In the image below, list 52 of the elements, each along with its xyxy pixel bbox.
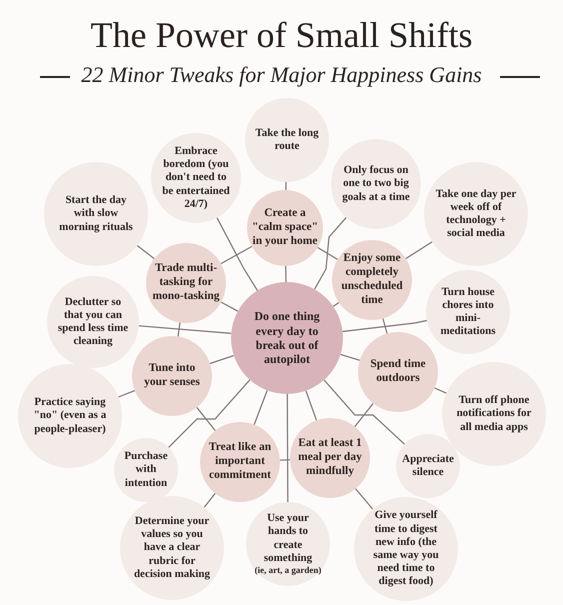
idea-text: Turn off phone notifications for all media apps [456,394,532,434]
connector-line [355,488,374,510]
idea-text: Determine your values so you have a clear rubric for decision making [132,515,212,581]
connector-line [434,387,447,394]
idea-text: Trade multi-tasking for mono-tasking [151,262,221,304]
idea-text: Embrace boredom (you don't need to be entertained 24/7) [161,145,231,211]
idea-text: Tune into your senses [143,362,201,390]
connector-line [136,245,155,260]
idea-text: Take the long route [254,126,320,154]
idea-text: Eat at least 1 meal per day mindfully [297,437,363,479]
idea-text: Purchase with intention [123,450,169,490]
idea-text: Create a "calm space" in your home [250,207,320,249]
idea-text: Turn house chores into mini-meditations [440,286,496,338]
connector-line [332,302,340,307]
connector-line [314,217,347,290]
idea-text: (ie, art, a garden) [254,564,322,576]
connector-line [280,459,290,461]
connector-line [220,246,252,264]
connector-line [382,318,388,334]
idea-text: Declutter so that you can spend less time cleaning [56,296,130,348]
connector-line [168,380,250,448]
subtitle: 22 Minor Tweaks for Major Happiness Gains [81,61,482,89]
connector-line [354,403,374,427]
connector-line [317,246,338,260]
connector-line [405,241,432,260]
connector-line [286,394,288,502]
idea-text: Use your hands to create something [262,512,314,565]
idea-text: Only focus on one to two big goals at a time [341,164,411,204]
idea-text: Practice saying "no" (even as a people-pleaser) [32,396,108,436]
idea-text: Start the day with slow morning rituals [58,194,134,234]
connector-line [177,322,181,336]
connector-line [118,390,136,398]
idea-text: Spend time outdoors [369,358,427,386]
idea-text: Take one day per week off of technology + social media [434,188,518,240]
connector-line [342,320,428,332]
connector-line [138,325,232,334]
connector-line [305,390,318,420]
idea-text: Treat like an important commitment [208,441,272,483]
idea-text: Enjoy some completely unscheduled time [340,252,404,308]
connector-line [340,354,360,361]
idea-text: Do one thing every day to break out of autopilot [253,309,321,367]
connector-line [285,266,287,282]
title: The Power of Small Shifts [90,14,472,56]
connector-line [210,355,234,364]
connector-line [324,380,405,445]
connector-line [220,302,238,312]
connector-line [216,218,258,291]
idea-text: Give yourself time to digest new info (the same way you need time to digest food) [372,509,440,589]
connector-line [204,493,216,508]
connector-line [254,390,268,425]
connector-line [196,407,216,431]
idea-text: Appreciate silence [402,452,454,480]
